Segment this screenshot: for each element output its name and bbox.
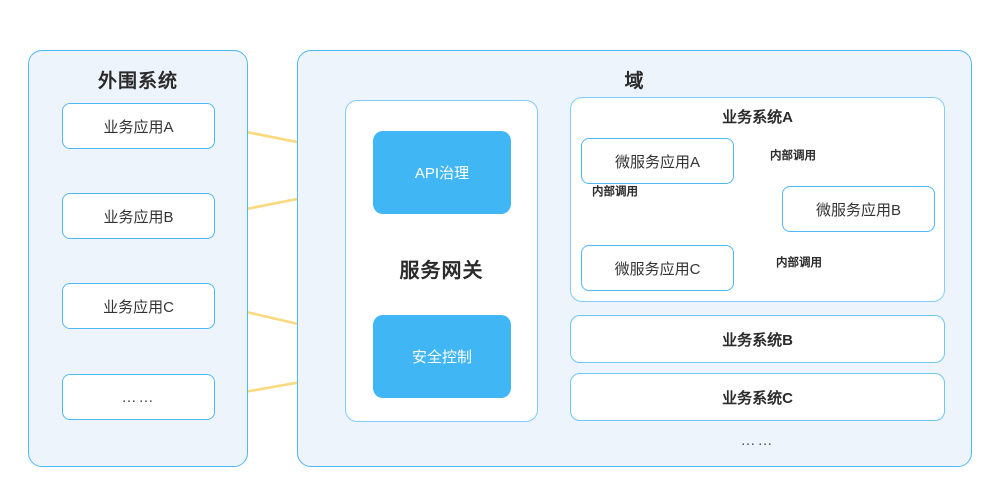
external-app-b[interactable]: 业务应用B (62, 193, 215, 239)
external-app-a[interactable]: 业务应用A (62, 103, 215, 149)
microservice-app-b-label: 微服务应用B (815, 201, 901, 219)
internal-call-label-c-b: 内部调用 (776, 257, 822, 269)
internal-call-label-a-c: 内部调用 (592, 186, 638, 198)
external-app-more-label: …… (121, 388, 156, 406)
external-app-b-label: 业务应用B (103, 208, 174, 226)
external-systems-title: 外围系统 (97, 71, 178, 92)
business-system-b-label: 业务系统B (722, 331, 793, 349)
security-control-label: 安全控制 (411, 349, 472, 366)
external-app-more[interactable]: …… (62, 374, 215, 420)
microservice-app-c[interactable]: 微服务应用C (581, 245, 734, 291)
service-gateway-label: 服务网关 (399, 260, 484, 282)
external-app-c[interactable]: 业务应用C (62, 283, 215, 329)
external-app-c-label: 业务应用C (103, 298, 174, 316)
api-governance-label: API治理 (414, 165, 470, 182)
api-governance-node[interactable]: API治理 (373, 131, 511, 214)
external-app-a-label: 业务应用A (103, 118, 174, 136)
domain-title: 域 (624, 71, 645, 92)
microservice-app-c-label: 微服务应用C (614, 260, 701, 278)
security-control-node[interactable]: 安全控制 (373, 315, 511, 398)
business-system-c[interactable]: 业务系统C (570, 373, 945, 421)
business-system-a-title: 业务系统A (722, 109, 793, 126)
microservice-app-b[interactable]: 微服务应用B (782, 186, 935, 232)
microservice-app-a-label: 微服务应用A (614, 153, 700, 171)
business-system-b[interactable]: 业务系统B (570, 315, 945, 363)
domain-more-indicator: …… (740, 432, 775, 449)
microservice-app-a[interactable]: 微服务应用A (581, 138, 734, 184)
internal-call-label-a-b: 内部调用 (770, 150, 816, 162)
business-system-c-label: 业务系统C (722, 389, 793, 407)
